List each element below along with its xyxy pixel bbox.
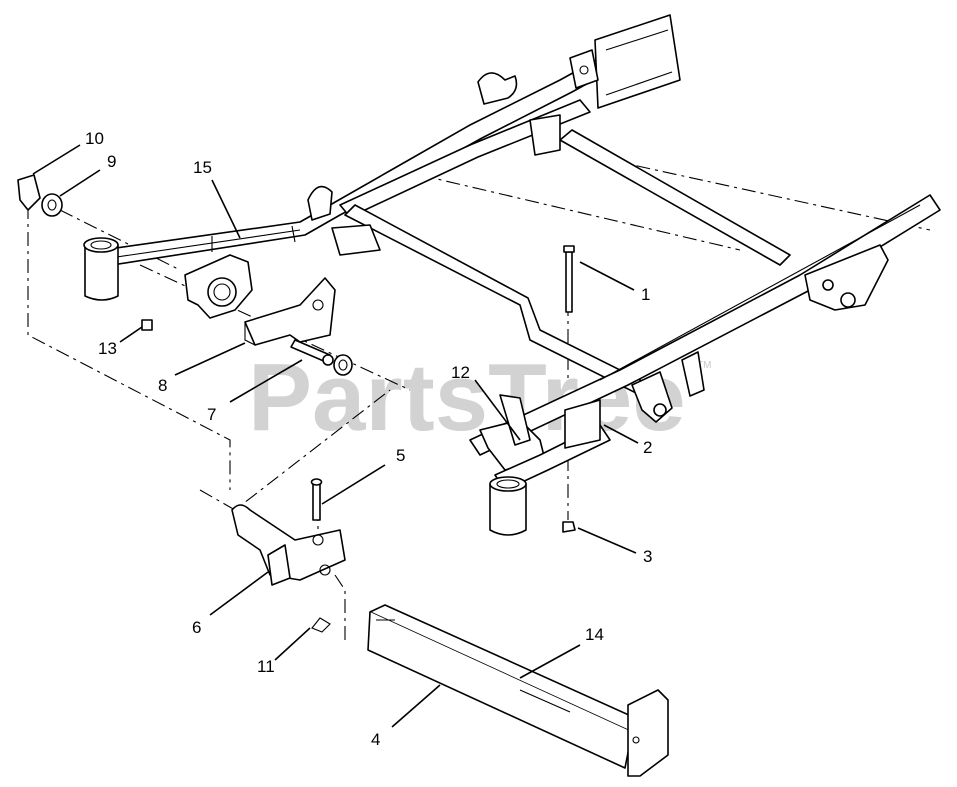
callout-2: 2 [643,438,652,457]
part-8-bracket [244,277,336,346]
callout-13: 13 [98,339,117,358]
part-1-bolt [563,245,575,313]
callout-5: 5 [396,446,405,465]
callout-10: 10 [85,129,104,148]
part-5-pin [310,478,323,521]
callout-6: 6 [192,618,201,637]
callout-8: 8 [158,376,167,395]
callout-1: 1 [641,285,650,304]
watermark-text: PartsTree [248,344,686,451]
pins-and-washers [17,174,353,376]
part-6-hitch [231,504,346,586]
callout-3: 3 [643,547,652,566]
callout-14: 14 [585,625,604,644]
callout-7: 7 [207,405,216,424]
callout-11: 11 [257,657,275,676]
watermark-trademark: TM [697,360,711,371]
part-2-lift-tube [489,399,611,536]
leader-lines [32,144,639,728]
callout-12: 12 [451,363,470,382]
callout-9: 9 [107,152,116,171]
part-3-nut [562,521,576,533]
callout-4: 4 [371,730,380,749]
part-4-push-arm [367,604,669,777]
assembly-lines [27,159,931,640]
callouts: 1 2 3 4 5 6 7 8 9 10 11 12 13 14 15 [85,129,652,749]
part-11-clip [311,617,331,633]
callout-15: 15 [193,158,212,177]
